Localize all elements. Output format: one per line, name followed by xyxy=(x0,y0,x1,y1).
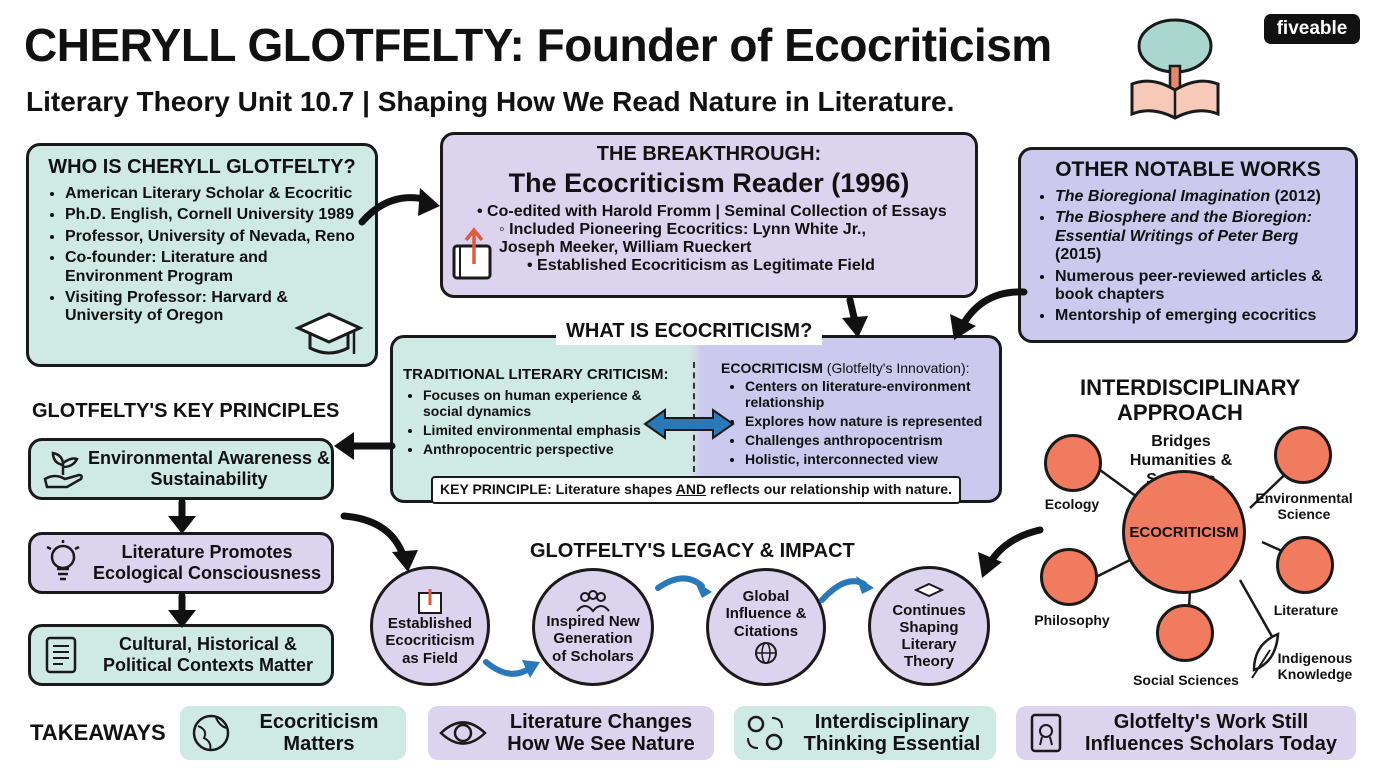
takeaway-2: Literature Changes How We See Nature xyxy=(428,706,714,760)
list-item: Co-founder: Literature and Environment P… xyxy=(65,249,285,286)
list-item: Holistic, interconnected view xyxy=(745,451,1001,467)
list-item: Centers on literature-environment relati… xyxy=(745,378,1001,410)
ecocriticism-list: Centers on literature-environment relati… xyxy=(721,378,1001,467)
principle-label-2: Literature Promotes Ecological Conscious… xyxy=(92,542,322,583)
what-is-title: WHAT IS ECOCRITICISM? xyxy=(556,318,823,345)
list-item: Explores how nature is represented xyxy=(745,413,1001,429)
ecocriticism-title: ECOCRITICISM (Glotfelty's Innovation): xyxy=(721,360,970,376)
list-item: Visiting Professor: Harvard & University… xyxy=(65,289,295,326)
list-item: Numerous peer-reviewed articles & book c… xyxy=(1055,268,1343,305)
double-arrow-icon xyxy=(643,408,735,440)
principle-box-2: Literature Promotes Ecological Conscious… xyxy=(28,532,334,594)
arrow-who-to-breakthrough xyxy=(358,194,432,226)
social-sciences-node-icon xyxy=(1156,604,1214,662)
takeaway-label-2: Literature Changes How We See Nature xyxy=(507,711,695,755)
breakthrough-item-3: • Established Ecocriticism as Legitimate… xyxy=(527,257,875,274)
globe-icon xyxy=(192,714,230,752)
takeaways-label: TAKEAWAYS xyxy=(30,720,166,745)
literature-node-icon xyxy=(1276,536,1334,594)
legacy-circle-3: Global Influence & Citations xyxy=(706,568,826,686)
list-item: Limited environmental emphasis xyxy=(423,422,653,438)
traditional-column: TRADITIONAL LITERARY CRITICISM: Focuses … xyxy=(403,366,683,460)
graduation-cap-icon xyxy=(294,312,364,355)
globe-icon xyxy=(755,641,777,664)
inter-title: INTERDISCIPLINARY APPROACH xyxy=(1080,375,1301,426)
legacy-circle-2: Inspired New Generation of Scholars xyxy=(532,568,654,686)
other-works-panel: OTHER NOTABLE WORKS The Bioregional Imag… xyxy=(1018,147,1358,343)
legacy-circle-4: Continues Shaping Literary Theory xyxy=(868,566,990,686)
breakthrough-title: THE BREAKTHROUGH: xyxy=(596,143,822,165)
takeaway-3: Interdisciplinary Thinking Essential xyxy=(734,706,996,760)
other-works-title: OTHER NOTABLE WORKS xyxy=(1055,158,1321,181)
list-item: The Bioregional Imagination (2012) xyxy=(1055,188,1343,206)
legacy-label-4: Continues Shaping Literary Theory xyxy=(892,601,966,671)
ecology-node-icon xyxy=(1044,434,1102,492)
torch-book-icon xyxy=(418,589,442,615)
takeaway-4: Glotfelty's Work Still Influences Schola… xyxy=(1016,706,1356,760)
ecology-label: Ecology xyxy=(1044,496,1100,512)
principle-box-1: Environmental Awareness & Sustainability xyxy=(28,438,334,500)
other-works-list: The Bioregional Imagination (2012) The B… xyxy=(1033,188,1343,326)
list-item: Mentorship of emerging ecocritics xyxy=(1055,307,1343,325)
page-subtitle: Literary Theory Unit 10.7 | Shaping How … xyxy=(26,86,955,117)
environmental-science-label: Environmental Science xyxy=(1255,490,1353,523)
list-item: Focuses on human experience & social dyn… xyxy=(423,387,653,419)
graduation-cap-small-icon xyxy=(914,582,944,597)
ecocriticism-column: ECOCRITICISM (Glotfelty's Innovation): C… xyxy=(721,360,1001,470)
breakthrough-panel: THE BREAKTHROUGH: The Ecocriticism Reade… xyxy=(440,132,978,298)
list-item: Professor, University of Nevada, Reno xyxy=(65,228,361,246)
takeaway-label-1: Ecocriticism Matters xyxy=(259,711,379,755)
certificate-icon xyxy=(1030,713,1062,753)
philosophy-node-icon xyxy=(1040,548,1098,606)
principle-label-3: Cultural, Historical & Political Context… xyxy=(102,634,314,675)
literature-label: Literature xyxy=(1273,602,1339,618)
who-is-title: WHO IS CHERYLL GLOTFELTY? xyxy=(48,156,356,178)
traditional-list: Focuses on human experience & social dyn… xyxy=(403,387,653,457)
traditional-title: TRADITIONAL LITERARY CRITICISM: xyxy=(403,366,669,383)
social-sciences-label: Social Sciences xyxy=(1133,672,1239,688)
page-title: CHERYLL GLOTFELTY: Founder of Ecocritici… xyxy=(24,19,1052,71)
who-is-list: American Literary Scholar & Ecocritic Ph… xyxy=(43,185,361,326)
key-principle-bar: KEY PRINCIPLE: Literature shapes AND ref… xyxy=(431,476,961,504)
list-item: Ph.D. English, Cornell University 1989 xyxy=(65,206,361,224)
book-arrow-icon xyxy=(452,227,492,280)
legacy-circle-1: Established Ecocriticism as Field xyxy=(370,566,490,686)
principle-label-1: Environmental Awareness & Sustainability xyxy=(87,448,331,489)
takeaway-label-3: Interdisciplinary Thinking Essential xyxy=(803,711,981,755)
legacy-label-3: Global Influence & Citations xyxy=(725,588,807,640)
scroll-icon xyxy=(45,636,77,674)
lightbulb-icon xyxy=(46,540,80,581)
principles-title: GLOTFELTY'S KEY PRINCIPLES xyxy=(32,400,340,422)
takeaway-label-4: Glotfelty's Work Still Influences Schola… xyxy=(1085,711,1337,755)
breakthrough-item-1: • Co-edited with Harold Fromm | Seminal … xyxy=(477,203,947,220)
environmental-science-node-icon xyxy=(1274,426,1332,484)
plant-hand-icon xyxy=(43,451,83,489)
ecocriticism-hub-label: ECOCRITICISM xyxy=(1129,523,1239,541)
book-tree-icon xyxy=(1130,18,1220,120)
feather-icon xyxy=(1251,632,1280,679)
legacy-label-2: Inspired New Generation of Scholars xyxy=(546,613,640,665)
principle-box-3: Cultural, Historical & Political Context… xyxy=(28,624,334,686)
breakthrough-item-2: ◦ Included Pioneering Ecocritics: Lynn W… xyxy=(499,221,866,256)
list-item: The Biosphere and the Bioregion: Essenti… xyxy=(1055,209,1343,264)
breakthrough-book: The Ecocriticism Reader (1996) xyxy=(508,168,910,198)
legacy-title: GLOTFELTY'S LEGACY & IMPACT xyxy=(530,540,855,562)
philosophy-label: Philosophy xyxy=(1034,612,1110,628)
eye-leaf-icon xyxy=(439,721,487,745)
list-item: Anthropocentric perspective xyxy=(423,441,653,457)
ecocriticism-hub: ECOCRITICISM xyxy=(1122,470,1246,594)
list-item: American Literary Scholar & Ecocritic xyxy=(65,185,361,203)
takeaway-1: Ecocriticism Matters xyxy=(180,706,406,760)
arrow-to-legacy xyxy=(340,512,408,562)
gears-icon xyxy=(747,715,783,751)
fiveable-logo: fiveable xyxy=(1264,14,1360,44)
indigenous-knowledge-label: Indigenous Knowledge xyxy=(1277,650,1353,683)
people-group-icon xyxy=(576,590,610,613)
list-item: Challenges anthropocentrism xyxy=(745,432,1001,448)
fiveable-logo-text: fiveable xyxy=(1276,18,1348,39)
legacy-label-1: Established Ecocriticism as Field xyxy=(385,615,475,667)
